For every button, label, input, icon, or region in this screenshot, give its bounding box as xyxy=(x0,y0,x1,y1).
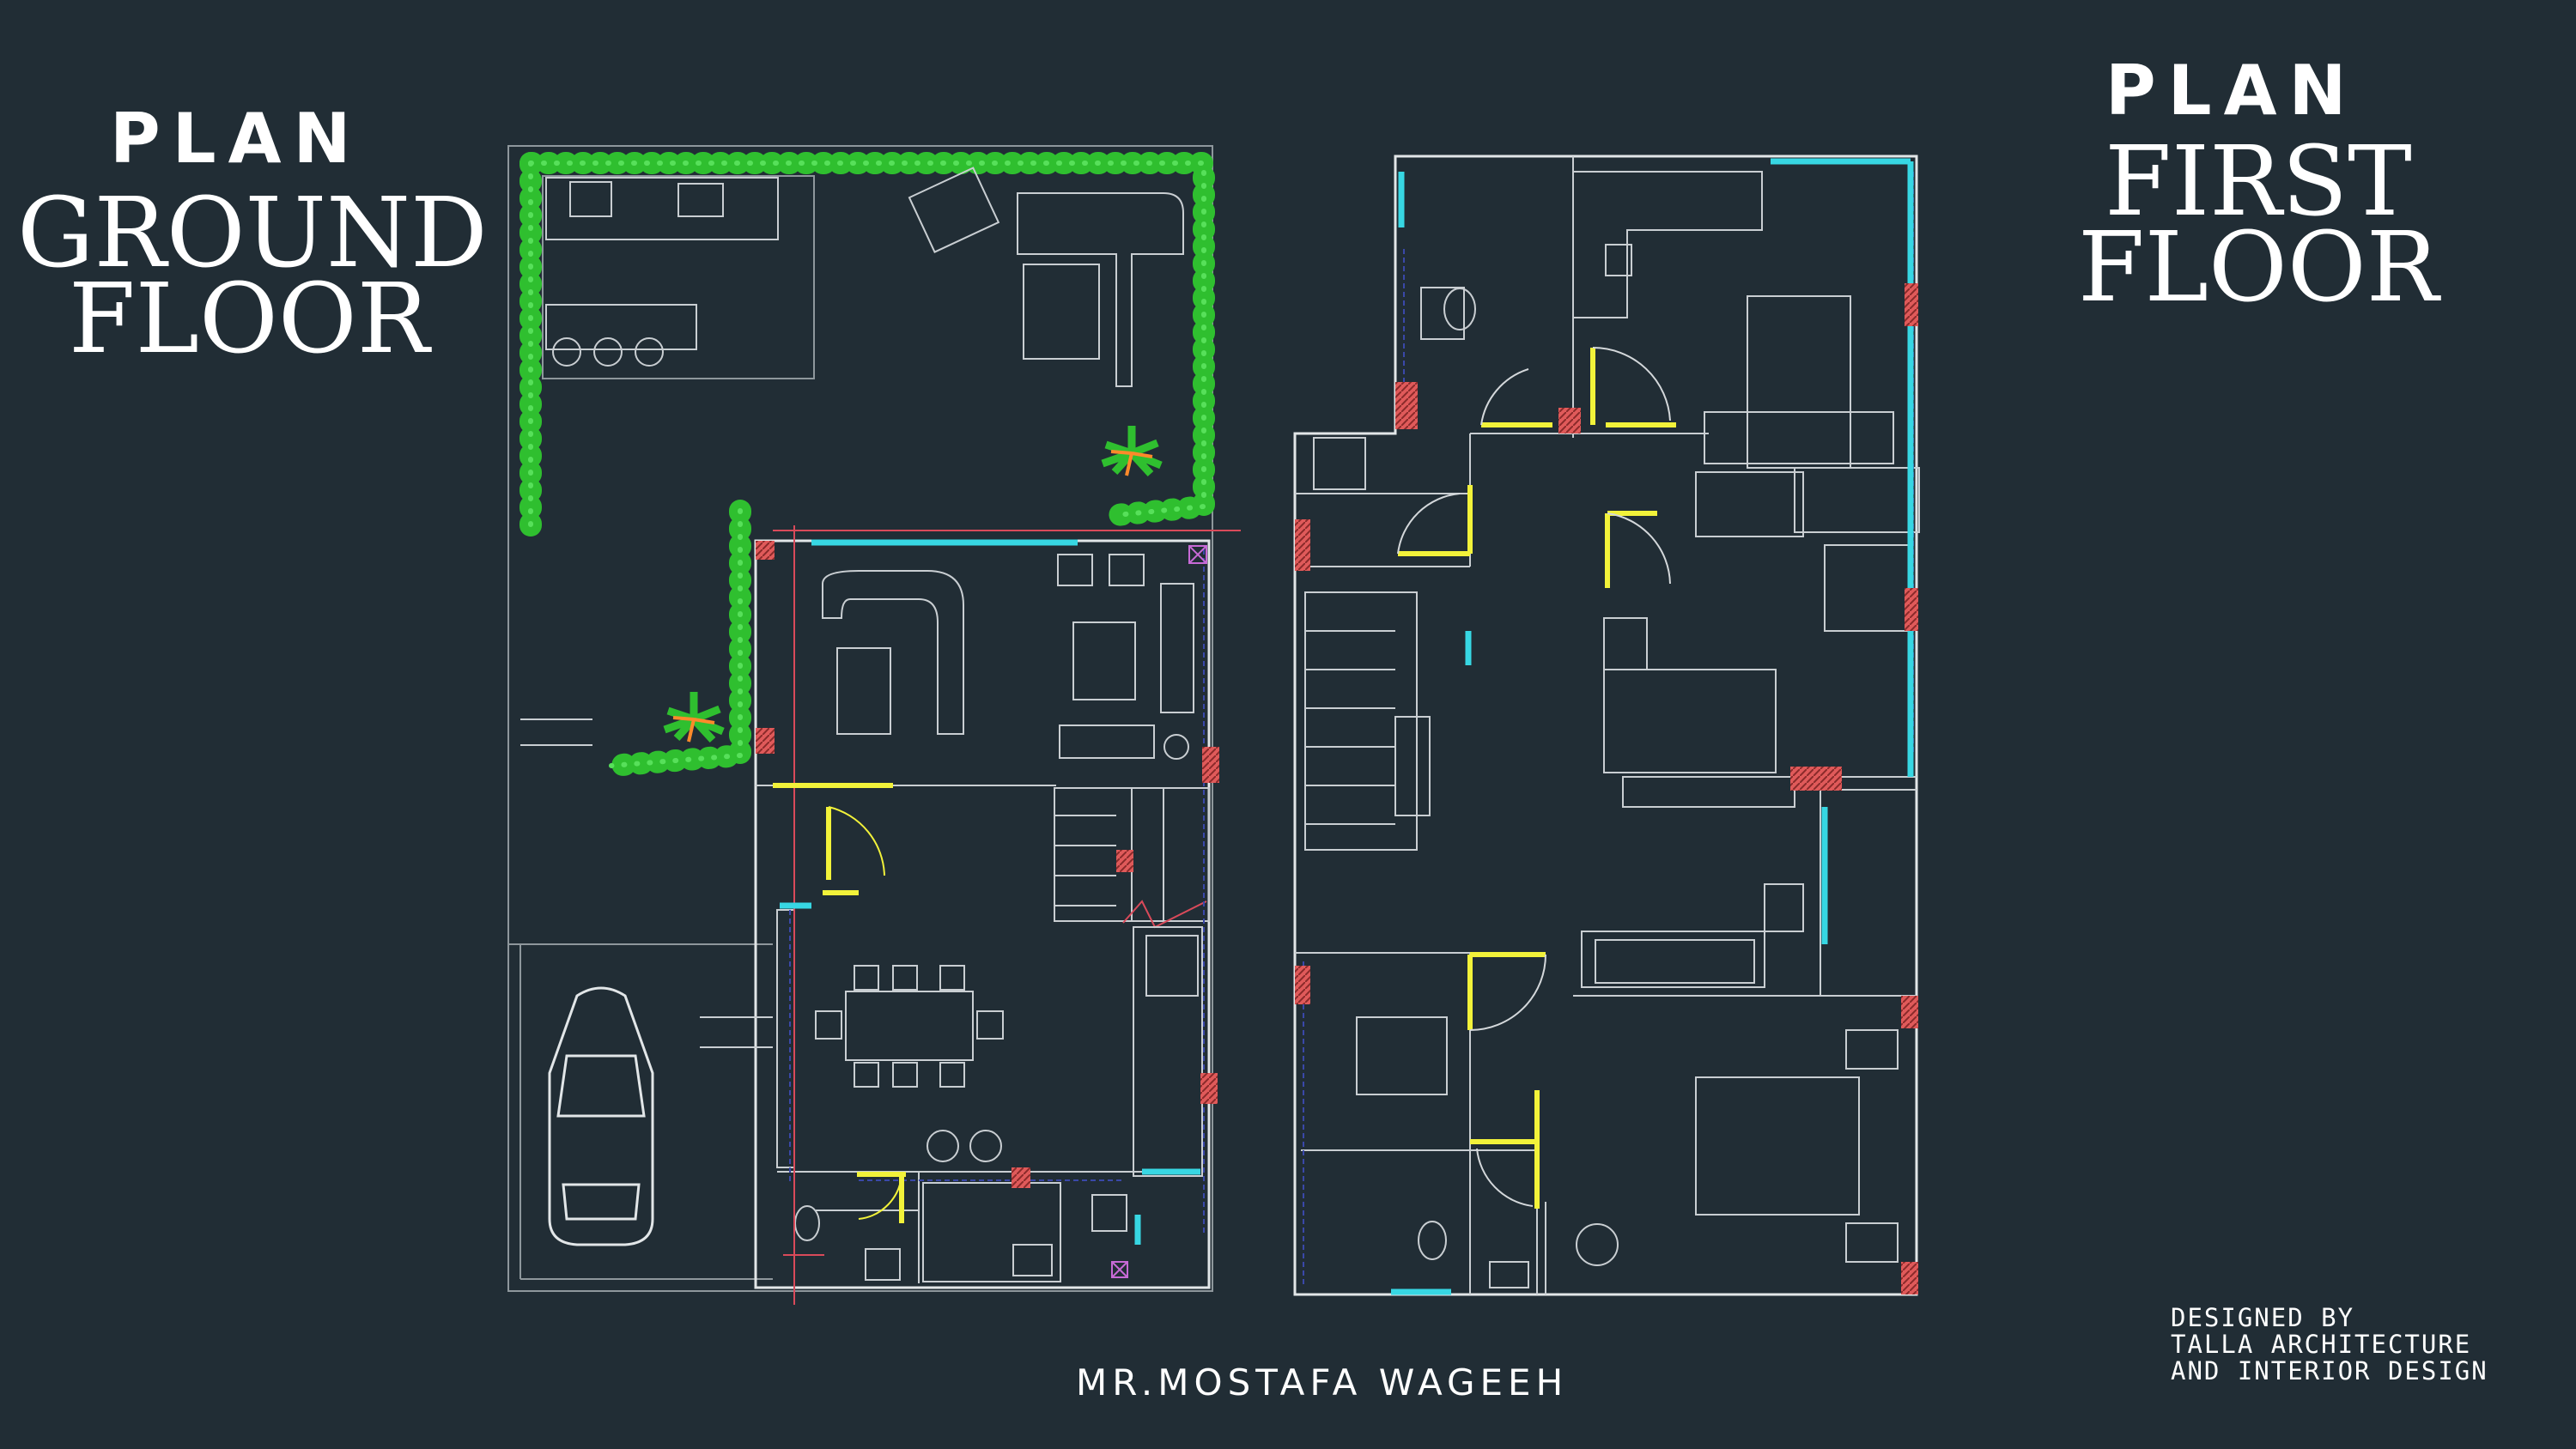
first-floor-plan xyxy=(1293,155,1920,1296)
designer-credit: DESIGNED BY TALLA ARCHITECTURE AND INTER… xyxy=(2171,1305,2488,1385)
first-bed-1 xyxy=(1747,295,1851,469)
client-name: MR.MOSTAFA WAGEEH xyxy=(1076,1361,1569,1404)
car-icon xyxy=(548,986,654,1246)
ground-floor-title: GROUND FLOOR xyxy=(17,178,488,375)
credit-line2: TALLA ARCHITECTURE xyxy=(2171,1330,2472,1359)
first-bed-3 xyxy=(1695,1076,1860,1216)
first-building-outline xyxy=(1293,155,1918,1296)
palm-plant-icon xyxy=(1101,426,1163,477)
first-stair xyxy=(1304,591,1418,851)
credit-line3: AND INTERIOR DESIGN xyxy=(2171,1356,2488,1385)
first-bed-2 xyxy=(1603,669,1777,773)
ground-site-boundary xyxy=(507,145,1213,1292)
first-floor-title-line1: FIRST xyxy=(2105,126,2412,238)
ground-floor-plan-label: PLAN xyxy=(110,99,363,179)
palm-plant-icon xyxy=(663,692,725,743)
first-floor-title-line2: FLOOR xyxy=(2077,212,2439,324)
ground-floor-title-line1: GROUND xyxy=(17,178,488,289)
first-floor-title: FIRST FLOOR xyxy=(2061,126,2456,324)
first-floor-plan-label: PLAN xyxy=(2105,51,2359,130)
ground-floor-title-line2: FLOOR xyxy=(68,264,430,375)
credit-line1: DESIGNED BY xyxy=(2171,1303,2355,1332)
dining-table xyxy=(845,991,974,1061)
ground-floor-plan xyxy=(507,145,1241,1305)
